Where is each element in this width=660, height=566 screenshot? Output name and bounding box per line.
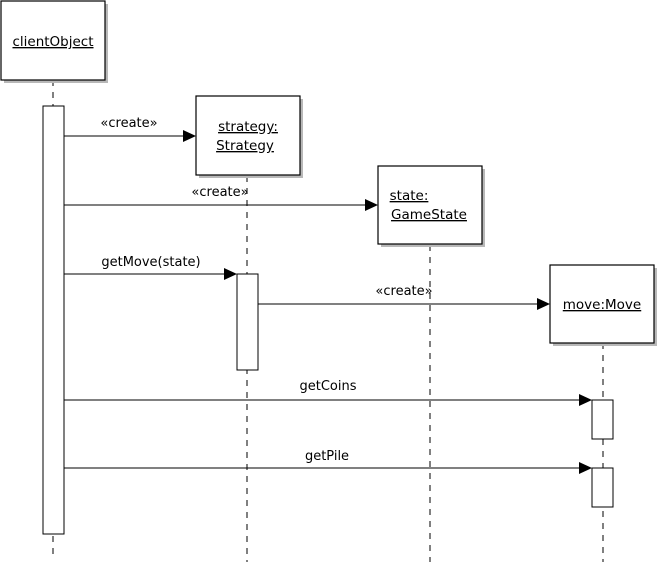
message-label: «create» [191,185,248,200]
client-object: clientObject [0,0,108,83]
message-create-gamestate: «create» [64,185,378,211]
arrowhead-icon [365,199,378,211]
strategy-object-label-line2: Strategy [216,138,274,154]
arrowhead-icon [183,130,196,142]
strategy-activation [236,273,259,371]
strategy-object-label-line1: strategy: [218,119,278,135]
message-create-strategy: «create» [64,116,196,142]
message-label: getMove(state) [101,255,200,270]
gamestate-object-label-line2: GameState [391,207,467,223]
move-activation-getcoins [591,399,614,440]
arrowhead-icon [579,462,592,474]
move-object: move:Move [549,264,657,346]
move-object-label: move:Move [563,297,641,313]
message-label: «create» [375,284,432,299]
arrowhead-icon [224,268,237,280]
strategy-object: strategy: Strategy [195,95,303,178]
message-label: getCoins [299,379,356,394]
gamestate-object-label-line1: state: [390,188,429,204]
message-label: «create» [100,116,157,131]
client-object-label: clientObject [12,34,93,50]
message-getpile: getPile [64,449,592,474]
arrowhead-icon [537,298,550,310]
move-activation-getpile [591,467,614,508]
message-create-move: «create» [258,284,550,310]
message-getmove: getMove(state) [64,255,237,280]
client-activation [42,105,65,535]
arrowhead-icon [579,394,592,406]
gamestate-object: state: GameState [377,165,485,247]
message-label: getPile [305,449,349,464]
message-getcoins: getCoins [64,379,592,406]
